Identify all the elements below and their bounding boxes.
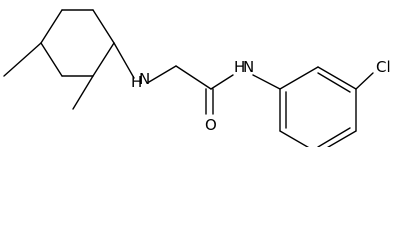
- linker-chain: [113, 42, 281, 115]
- amine-to-ch2-bond: [148, 65, 177, 83]
- methyl-groups: [3, 42, 94, 110]
- ch2-to-carbonyl-bond: [175, 65, 212, 90]
- chlorophenyl-ring: [279, 66, 374, 147]
- amine-h-label: H: [131, 73, 142, 91]
- atom-labels: H N H N O Cl: [131, 58, 391, 134]
- carbonyl-to-amide-bond: [210, 74, 234, 90]
- ring-to-amine-bond: [113, 42, 135, 79]
- ring-bond-left-lower: [40, 42, 63, 77]
- aryl-bond-5: [279, 130, 310, 147]
- ring-bond-right-upper: [92, 9, 115, 44]
- ring-bond-left-upper: [40, 9, 63, 44]
- structure-diagram: H N H N O Cl: [0, 0, 395, 147]
- aryl-bond-4: [326, 130, 357, 147]
- aryl-bond-2: [317, 66, 357, 90]
- amide-h-label: H: [234, 58, 245, 76]
- oxygen-label: O: [205, 116, 217, 134]
- ring-bond-right-lower: [92, 42, 115, 77]
- chloro-bond: [355, 72, 374, 90]
- cyclohexane-ring: [40, 9, 115, 77]
- amide-n-label: N: [243, 58, 254, 76]
- chlorine-label: Cl: [376, 58, 391, 76]
- canvas-background: [0, 0, 395, 147]
- amine-n-label: N: [139, 70, 150, 88]
- amide-to-aryl-bond: [252, 74, 281, 90]
- aryl-bond-1: [279, 66, 319, 90]
- methyl-bond-left: [3, 42, 42, 77]
- methyl-bond-bottom: [72, 75, 94, 110]
- aryl-double-bond-upper: [317, 72, 351, 93]
- aryl-double-bond-lower: [317, 127, 351, 147]
